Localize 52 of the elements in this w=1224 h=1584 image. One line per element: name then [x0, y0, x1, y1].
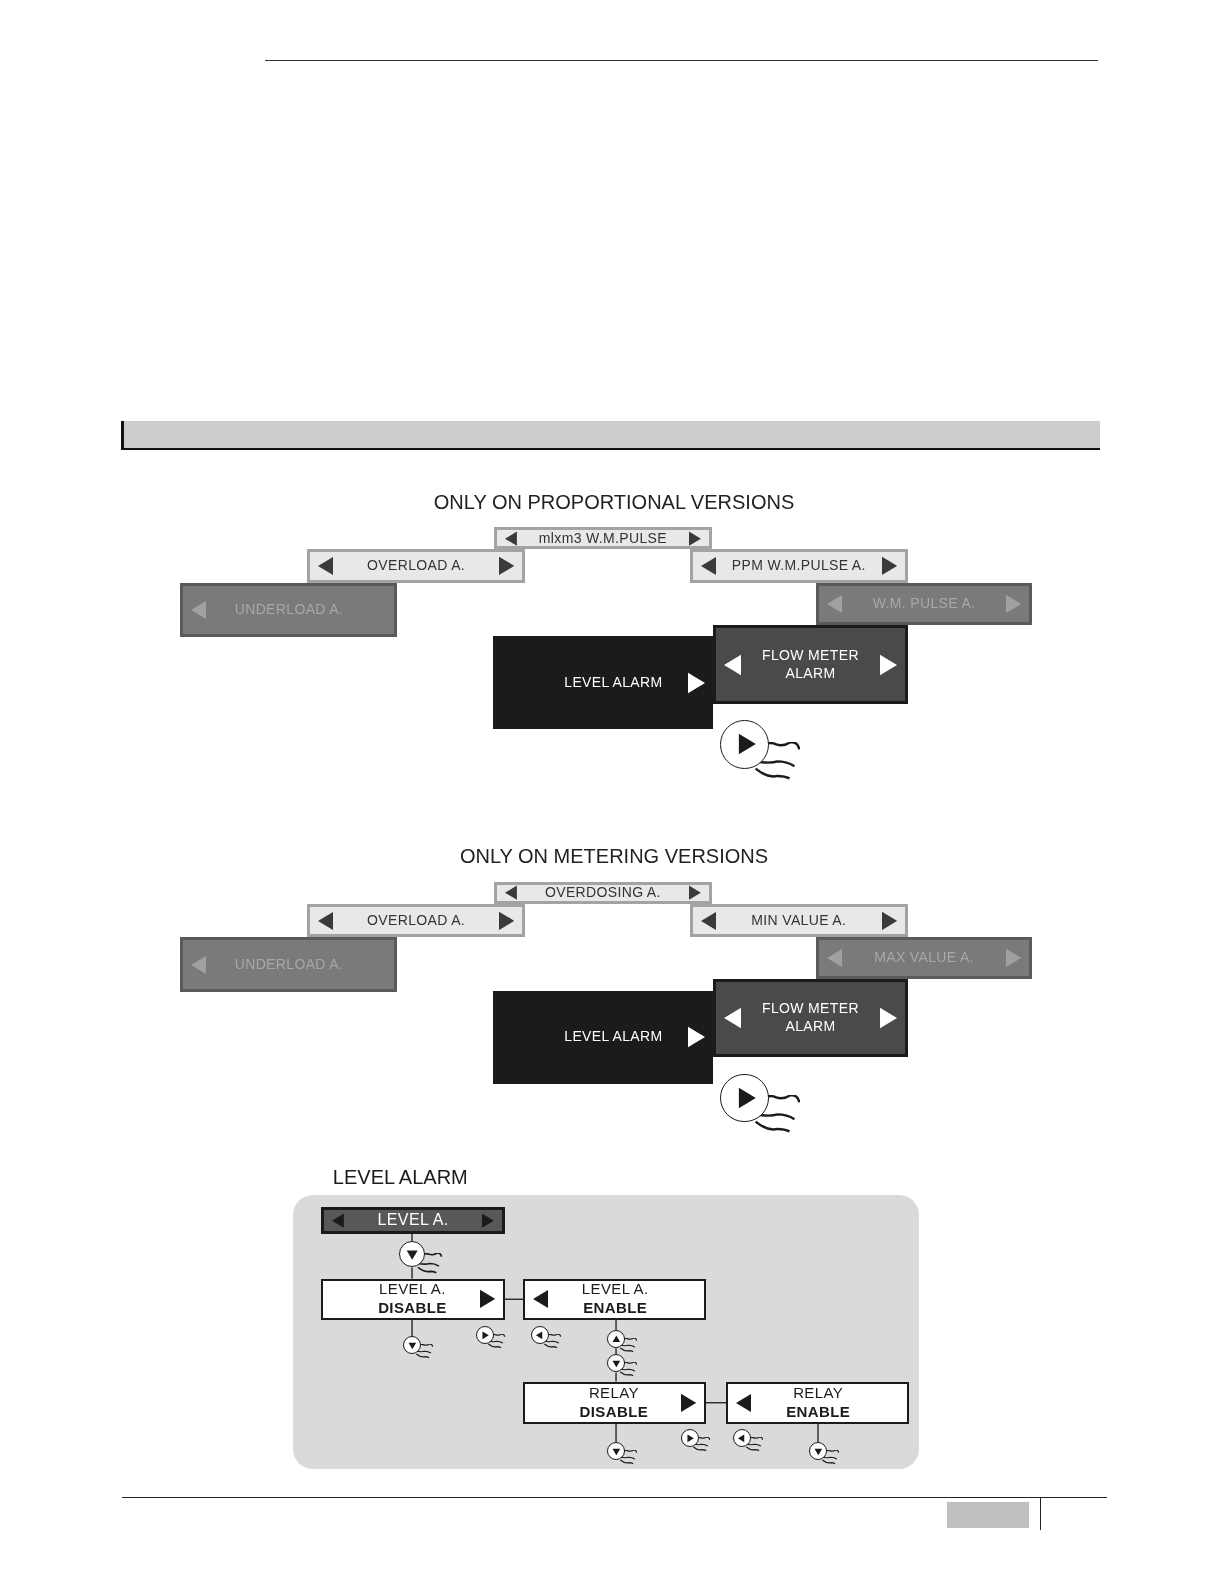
screen-label: LEVEL ALARM [564, 1028, 663, 1046]
screen-label: RELAY [793, 1384, 844, 1403]
connector-line [817, 1423, 819, 1443]
menu-screen [713, 625, 908, 704]
connector-line [411, 1233, 413, 1242]
connector-line [504, 1298, 524, 1300]
section-heading: ONLY ON PROPORTIONAL VERSIONS [432, 491, 796, 512]
connector-line [411, 1266, 413, 1280]
screen-label: LEVEL A. [377, 1210, 449, 1231]
screen-label: LEVEL ALARM [564, 673, 663, 692]
screen-label: RELAY [588, 1384, 639, 1403]
display-screen [726, 1381, 909, 1424]
screen-label: FLOW METER ALARM [761, 1000, 860, 1036]
display-screen [321, 1206, 505, 1235]
screen-label: LEVEL A. [379, 1280, 446, 1300]
menu-screen [713, 978, 908, 1058]
screen-value: DISABLE [579, 1402, 649, 1422]
screen-label: mlxm3 W.M.PULSE [538, 529, 667, 547]
section-heading-bar [121, 421, 1100, 451]
menu-screen [307, 549, 526, 583]
connector-line [411, 1319, 413, 1337]
display-screen [523, 1278, 706, 1320]
menu-screen [493, 881, 712, 904]
menu-screen [179, 582, 397, 638]
menu-screen [689, 903, 908, 938]
screen-value: ENABLE [583, 1299, 648, 1318]
screen-value: ENABLE [786, 1402, 851, 1422]
screen-label: OVERDOSING A. [545, 884, 661, 902]
screen-label: FLOW METER ALARM [761, 647, 860, 682]
section-heading: ONLY ON METERING VERSIONS [458, 846, 770, 867]
menu-screen [816, 937, 1033, 979]
menu-screen [689, 549, 908, 583]
screen-value: DISABLE [378, 1299, 447, 1318]
connector-line [615, 1319, 617, 1331]
selected-menu-screen [492, 990, 713, 1084]
selected-menu-screen [492, 636, 713, 730]
connector-line [615, 1423, 617, 1443]
screen-label: OVERLOAD A. [367, 911, 466, 930]
panel-title: LEVEL ALARM [332, 1167, 468, 1188]
connector-line [615, 1347, 617, 1355]
display-screen [523, 1381, 706, 1424]
connector-line [705, 1402, 727, 1404]
screen-label: OVERLOAD A. [367, 557, 466, 575]
screen-label: MIN VALUE A. [751, 911, 847, 930]
connector-line [615, 1371, 617, 1383]
display-screen [321, 1278, 505, 1320]
menu-screen [307, 903, 526, 938]
menu-screen [179, 937, 397, 992]
menu-screen [816, 582, 1033, 626]
screen-label: PPM W.M.PULSE A. [731, 557, 866, 575]
screen-label: LEVEL A. [581, 1280, 649, 1300]
menu-screen [493, 527, 712, 550]
